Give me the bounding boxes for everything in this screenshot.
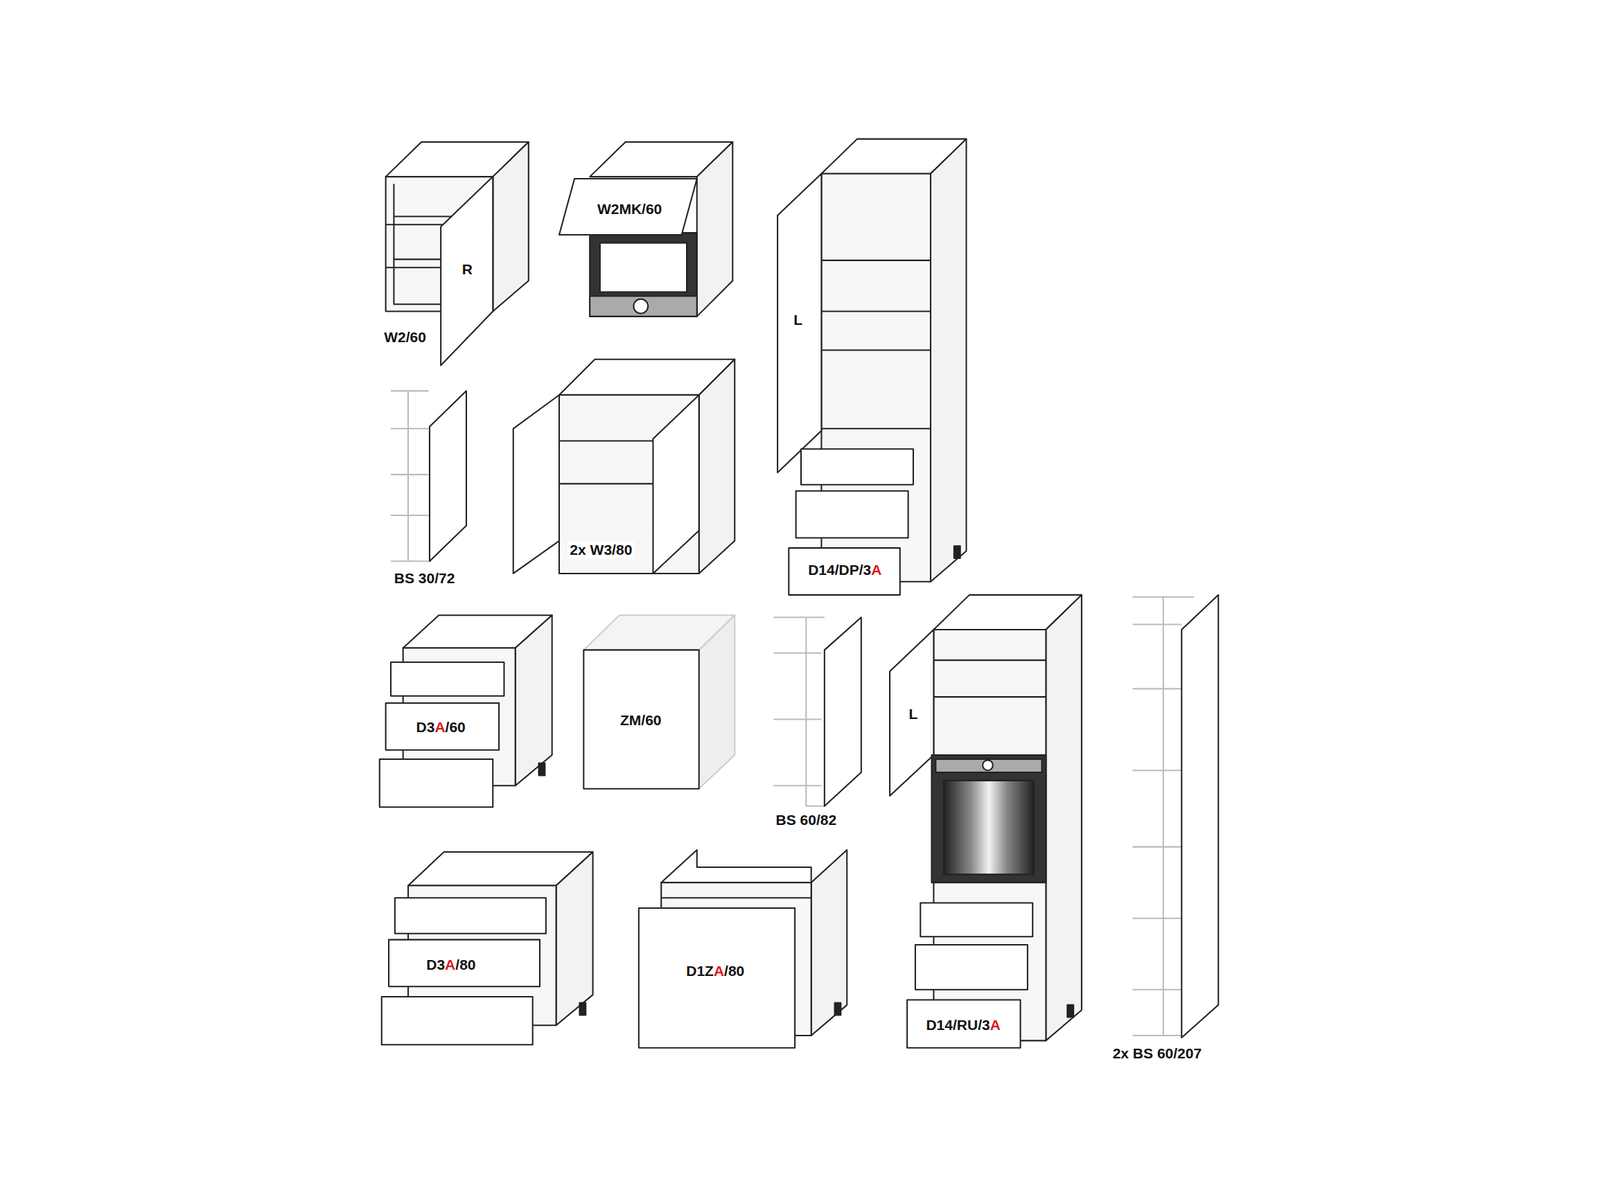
- part-code: D14/DP/3A: [805, 561, 884, 580]
- part-code: 2x W3/80: [567, 541, 635, 559]
- part-code: W2/60: [381, 329, 429, 347]
- part-code: BS 30/72: [392, 569, 458, 587]
- door-side: R: [460, 260, 475, 278]
- part-code: BS 60/82: [774, 811, 840, 829]
- door-side: L: [791, 311, 805, 330]
- part-code: D3A/80: [424, 956, 478, 975]
- door-side: L: [907, 705, 921, 723]
- part-code: D14/RU/3A: [923, 1016, 1002, 1034]
- part-code: ZM/60: [618, 711, 664, 729]
- part-code: D1ZA/80: [683, 962, 747, 980]
- part-code: W2MK/60: [595, 200, 664, 218]
- part-code: D3A/60: [414, 718, 468, 736]
- part-code: 2x BS 60/207: [1110, 1045, 1205, 1063]
